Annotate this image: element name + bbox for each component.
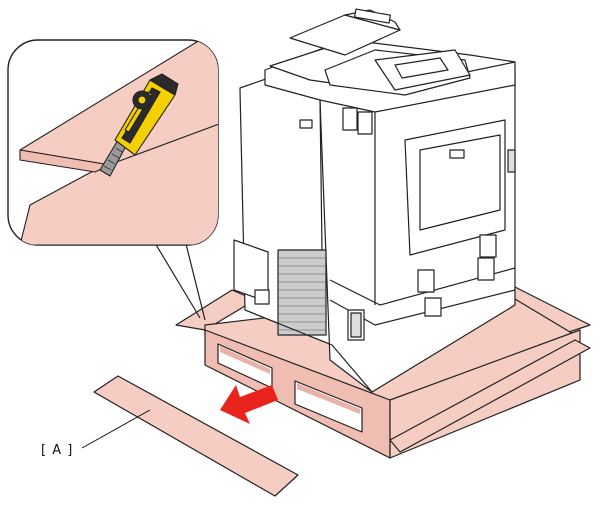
box-flap-front-right [389,339,591,453]
printer-vent-grill [277,249,327,336]
pull-direction-arrow-icon [220,385,278,424]
label-a-leader-line [81,409,151,449]
box-cutter-icon [99,73,179,177]
cardboard-strip-a [93,375,299,497]
callout-cardboard-lower [19,119,218,245]
callout-detail [7,39,219,321]
label-part-a: [ A ] [41,443,74,458]
printer-machine [233,8,516,393]
